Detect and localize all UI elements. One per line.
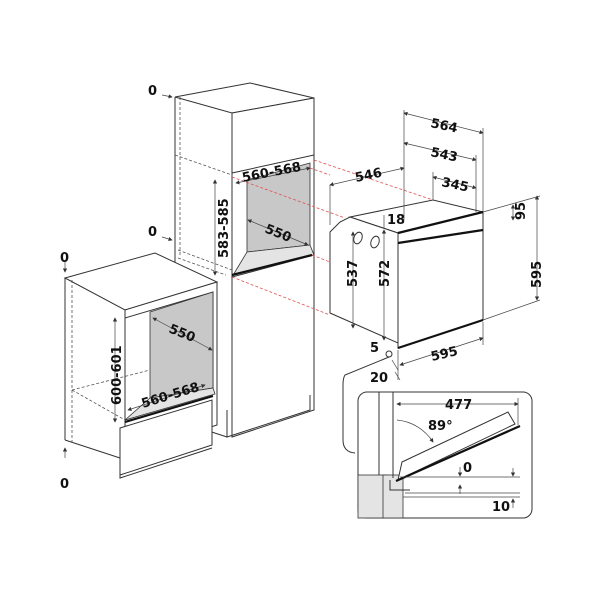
- dimension-lines: [62, 94, 541, 458]
- label-oven-345: 345: [440, 175, 470, 195]
- label-door-10: 10: [492, 500, 510, 515]
- label-door-477: 477: [445, 398, 472, 413]
- label-oven-572: 572: [378, 260, 393, 287]
- oven: [329, 199, 484, 350]
- label-lower-height: 600-601: [110, 345, 125, 405]
- label-oven-95: 95: [514, 202, 529, 220]
- label-oven-20: 20: [370, 371, 388, 386]
- label-oven-18: 18: [387, 213, 405, 228]
- lower-cabinet: [63, 252, 219, 479]
- label-oven-height-595: 595: [530, 261, 545, 288]
- door-detail-inset: [342, 356, 533, 519]
- label-zero-lower-top: 0: [60, 251, 69, 266]
- label-zero-mid: 0: [148, 225, 157, 240]
- label-zero-lower-bottom: 0: [60, 477, 69, 492]
- label-oven-5: 5: [370, 341, 379, 356]
- label-oven-546: 546: [354, 166, 384, 186]
- label-oven-537: 537: [346, 260, 361, 287]
- label-oven-width-595: 595: [430, 344, 460, 365]
- label-tall-height: 583-585: [217, 198, 232, 258]
- label-door-angle: 89°: [428, 419, 453, 434]
- label-door-0: 0: [463, 461, 472, 476]
- label-oven-564: 564: [429, 116, 459, 136]
- label-oven-543: 543: [429, 145, 459, 165]
- detail-callout-marker-icon: [385, 350, 393, 358]
- vent-slot-icon: [370, 235, 380, 249]
- label-zero-top: 0: [148, 84, 157, 99]
